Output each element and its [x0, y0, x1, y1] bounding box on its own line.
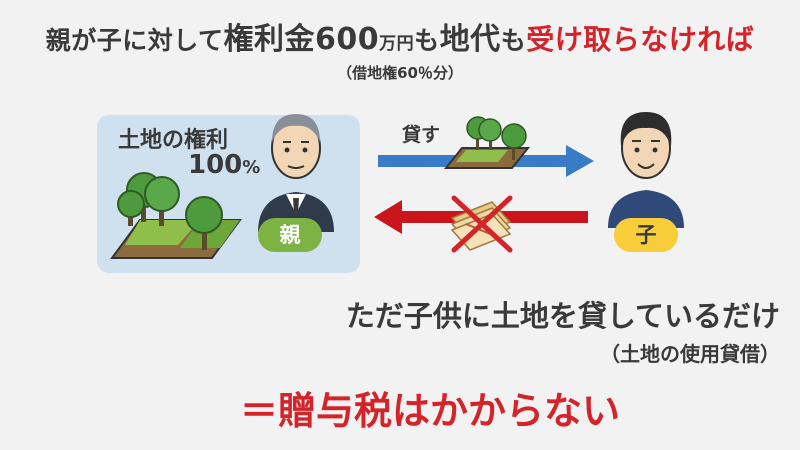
lend-label: 貸す	[402, 124, 441, 146]
child-person-icon	[608, 112, 684, 228]
small-land-icon	[443, 116, 531, 169]
title-emphasis: 受け取らなければ	[526, 23, 755, 56]
land-rights-percent: 100%	[188, 150, 261, 180]
parent-person-icon	[258, 114, 334, 232]
land-with-trees-icon	[110, 172, 242, 259]
page-title: 親が子に対して権利金600万円も地代も受け取らなければ	[45, 22, 755, 57]
parent-badge: 親	[258, 218, 322, 252]
explanation-subtext: （土地の使用貸借）	[600, 342, 780, 366]
child-badge: 子	[614, 218, 678, 252]
page-subtitle: （借地権60％分）	[337, 64, 463, 82]
land-rights-label: 土地の権利	[118, 128, 229, 153]
conclusion-text: ＝贈与税はかからない	[239, 389, 620, 433]
explanation-text: ただ子供に土地を貸しているだけ	[345, 299, 780, 333]
cross-mark-icon	[451, 195, 513, 253]
